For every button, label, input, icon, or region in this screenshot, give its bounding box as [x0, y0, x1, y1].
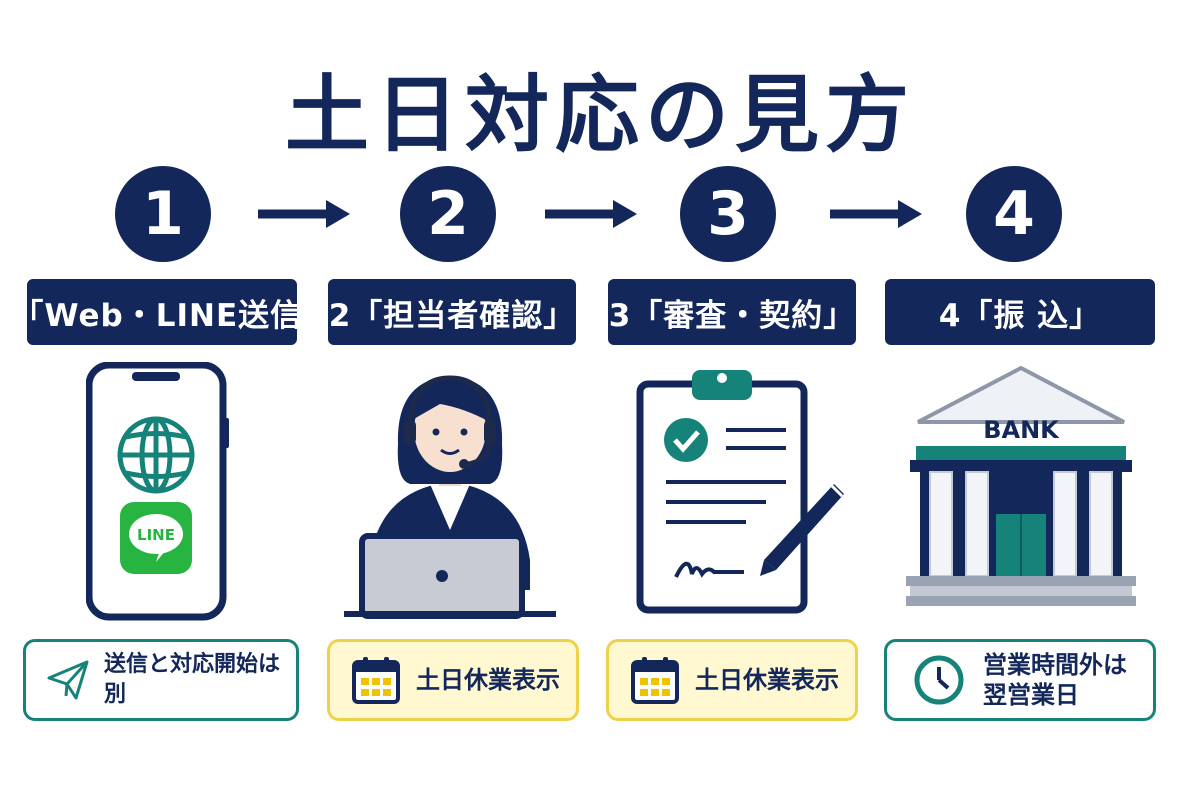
bank-door-icon: [996, 514, 1046, 576]
pen-icon: [760, 484, 844, 576]
step-3-label: 3「審査・契約」: [608, 279, 856, 345]
step-3-number: 3: [680, 166, 776, 262]
step-2-note-text: 土日休業表示: [416, 666, 560, 694]
step-4-label: 4「振 込」: [885, 279, 1155, 345]
step-1-label: 1「Web・LINE送信」: [0, 279, 333, 345]
bank-building-icon: BANK: [906, 365, 1136, 606]
step-4-number: 4: [966, 166, 1062, 262]
step-4-note: 営業時間外は 翌営業日: [884, 639, 1156, 721]
calendar-icon: [629, 654, 681, 706]
step-2-number: 2: [400, 166, 496, 262]
arrow-right-icon: [258, 200, 350, 228]
step-2-note: 土日休業表示: [327, 639, 579, 721]
svg-text:BANK: BANK: [983, 416, 1060, 444]
operator-person-icon: [344, 375, 556, 619]
page-title: 土日対応の見方: [284, 66, 915, 164]
line-app-icon: LINE: [120, 502, 192, 574]
svg-text:LINE: LINE: [137, 526, 175, 544]
step-4-note-text: 営業時間外は 翌営業日: [983, 650, 1127, 710]
globe-icon: [117, 416, 195, 494]
clipboard-contract-icon: [636, 370, 844, 614]
step-3-note: 土日休業表示: [606, 639, 858, 721]
check-circle-icon: [664, 418, 708, 462]
arrow-right-icon: [830, 200, 922, 228]
step-1-note-text: 送信と対応開始は別: [104, 652, 281, 707]
clock-icon: [913, 654, 965, 706]
paper-plane-icon: [46, 658, 90, 702]
step-4-note-line2: 翌営業日: [983, 681, 1079, 709]
smartphone-icon: LINE: [86, 362, 229, 621]
step-3-note-text: 土日休業表示: [695, 666, 839, 694]
calendar-icon: [350, 654, 402, 706]
step-2-label: 2「担当者確認」: [328, 279, 576, 345]
step-1-note: 送信と対応開始は別: [23, 639, 299, 721]
step-4-note-line1: 営業時間外は: [983, 651, 1127, 679]
arrow-right-icon: [545, 200, 637, 228]
step-1-number: 1: [115, 166, 211, 262]
